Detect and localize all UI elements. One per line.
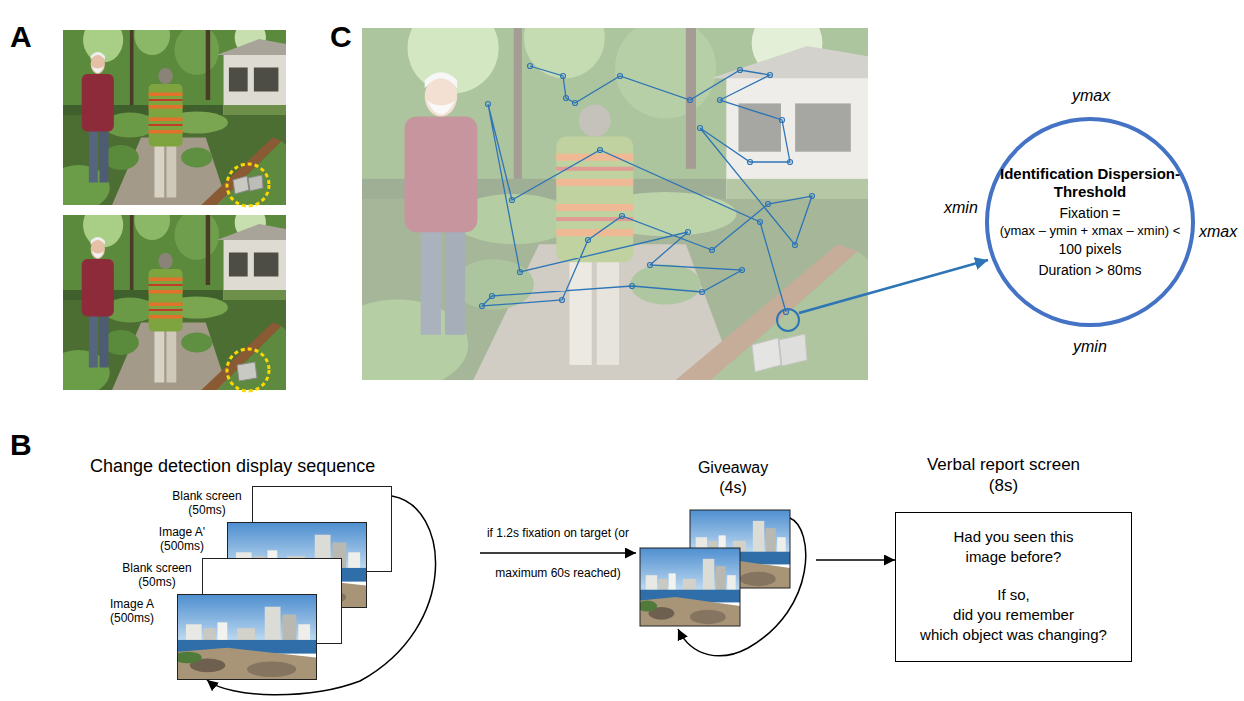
fixation-dot — [586, 238, 591, 243]
fixation-dot — [710, 248, 715, 253]
fixation-dot — [528, 64, 533, 69]
connector — [816, 559, 895, 561]
coast-photo — [637, 548, 740, 626]
node-text: Duration > 80ms — [1038, 261, 1141, 279]
fixation-dot — [766, 202, 771, 207]
node-text: Change detection display sequence — [90, 455, 375, 477]
node-text: Verbal report screen — [866, 455, 1141, 475]
fixation-dot — [700, 290, 705, 295]
node-text: Identification Dispersion-Threshold — [999, 165, 1181, 201]
axis-label: xmax — [1199, 222, 1237, 242]
photo-a-top — [47, 15, 286, 210]
photo-c — [327, 0, 868, 390]
photo — [178, 595, 316, 679]
axis-label: ymin — [1073, 337, 1107, 357]
node-text: Image A' (500ms) — [142, 525, 222, 553]
coast-photo — [178, 595, 316, 679]
node-text: did you remember — [896, 605, 1131, 625]
node-text: If so, — [896, 585, 1131, 605]
node-text: (ymax – ymin + xmax – xmin) < — [1000, 222, 1181, 240]
fixation-dot — [718, 98, 723, 103]
fixation-dot — [620, 214, 625, 219]
node-text: (8s) — [866, 476, 1141, 496]
node-text: Had you seen this — [896, 527, 1131, 547]
fixation-circle: Identification Dispersion-ThresholdFixat… — [985, 117, 1195, 327]
node-text: Image A (500ms) — [92, 597, 172, 625]
fixation-dot — [688, 98, 693, 103]
panel-letter: B — [10, 428, 32, 462]
sequence-group: Change detection display sequenceBlank s… — [85, 455, 480, 700]
fixation-dot — [740, 268, 745, 273]
fixation-dot — [784, 310, 789, 315]
fixation-dot — [630, 284, 635, 289]
fixation-dot — [768, 73, 773, 78]
fixation-dot — [758, 220, 763, 225]
fixation-dot — [738, 68, 743, 73]
node-text: image before? — [896, 547, 1131, 567]
node-text: Giveaway — [683, 458, 783, 478]
zoom-arrow — [799, 260, 988, 313]
edge-label: if 1.2s fixation on target (or maximum 6… — [482, 513, 634, 593]
fixation-dot — [510, 198, 515, 203]
axis-label: ymax — [1072, 86, 1110, 106]
fixation-dot — [793, 243, 798, 248]
circle-text: Identification Dispersion-ThresholdFixat… — [985, 117, 1195, 327]
panel-letter: C — [330, 20, 352, 54]
fixation-dot — [698, 126, 703, 131]
fixation-dot — [686, 230, 691, 235]
fixation-dot — [560, 298, 565, 303]
image-frame: Image A (500ms) — [177, 594, 317, 680]
giveaway-panel: Giveaway(4s) — [636, 458, 816, 672]
frame-border — [640, 548, 740, 626]
loop-arrow — [678, 518, 806, 656]
verbal-report-box: Verbal report screen(8s)Had you seen thi… — [895, 512, 1132, 662]
circle-shape — [985, 117, 1195, 327]
node-text: 100 pixels — [1058, 240, 1121, 258]
node-text: Fixation = — [1059, 204, 1120, 222]
fixation-dot — [598, 148, 603, 153]
fixation-dot — [564, 96, 569, 101]
axis-label: xmin — [944, 198, 978, 218]
panel-letter: A — [10, 20, 32, 54]
node-text: (4s) — [683, 478, 783, 498]
fixation-dot — [486, 102, 491, 107]
photo-a-bottom — [47, 200, 286, 395]
node-text: Blank screen (50ms) — [167, 489, 247, 517]
fixation-dot — [780, 118, 785, 123]
fixation-dot — [788, 160, 793, 165]
fixation-dot — [573, 101, 578, 106]
fixation-dot — [490, 294, 495, 299]
fixation-dot — [618, 74, 623, 79]
scanpath — [482, 66, 812, 312]
fixation-dot — [648, 263, 653, 268]
fixation-dot — [810, 194, 815, 199]
node-text: which object was changing? — [896, 625, 1131, 645]
circle-outline — [987, 119, 1193, 325]
connector — [480, 552, 636, 554]
node-text: Blank screen (50ms) — [117, 561, 197, 589]
fixation-highlight — [777, 309, 799, 331]
fixation-dot — [480, 304, 485, 309]
fixation-dot — [748, 160, 753, 165]
fixation-dot — [518, 270, 523, 275]
fixation-dot — [561, 74, 566, 79]
